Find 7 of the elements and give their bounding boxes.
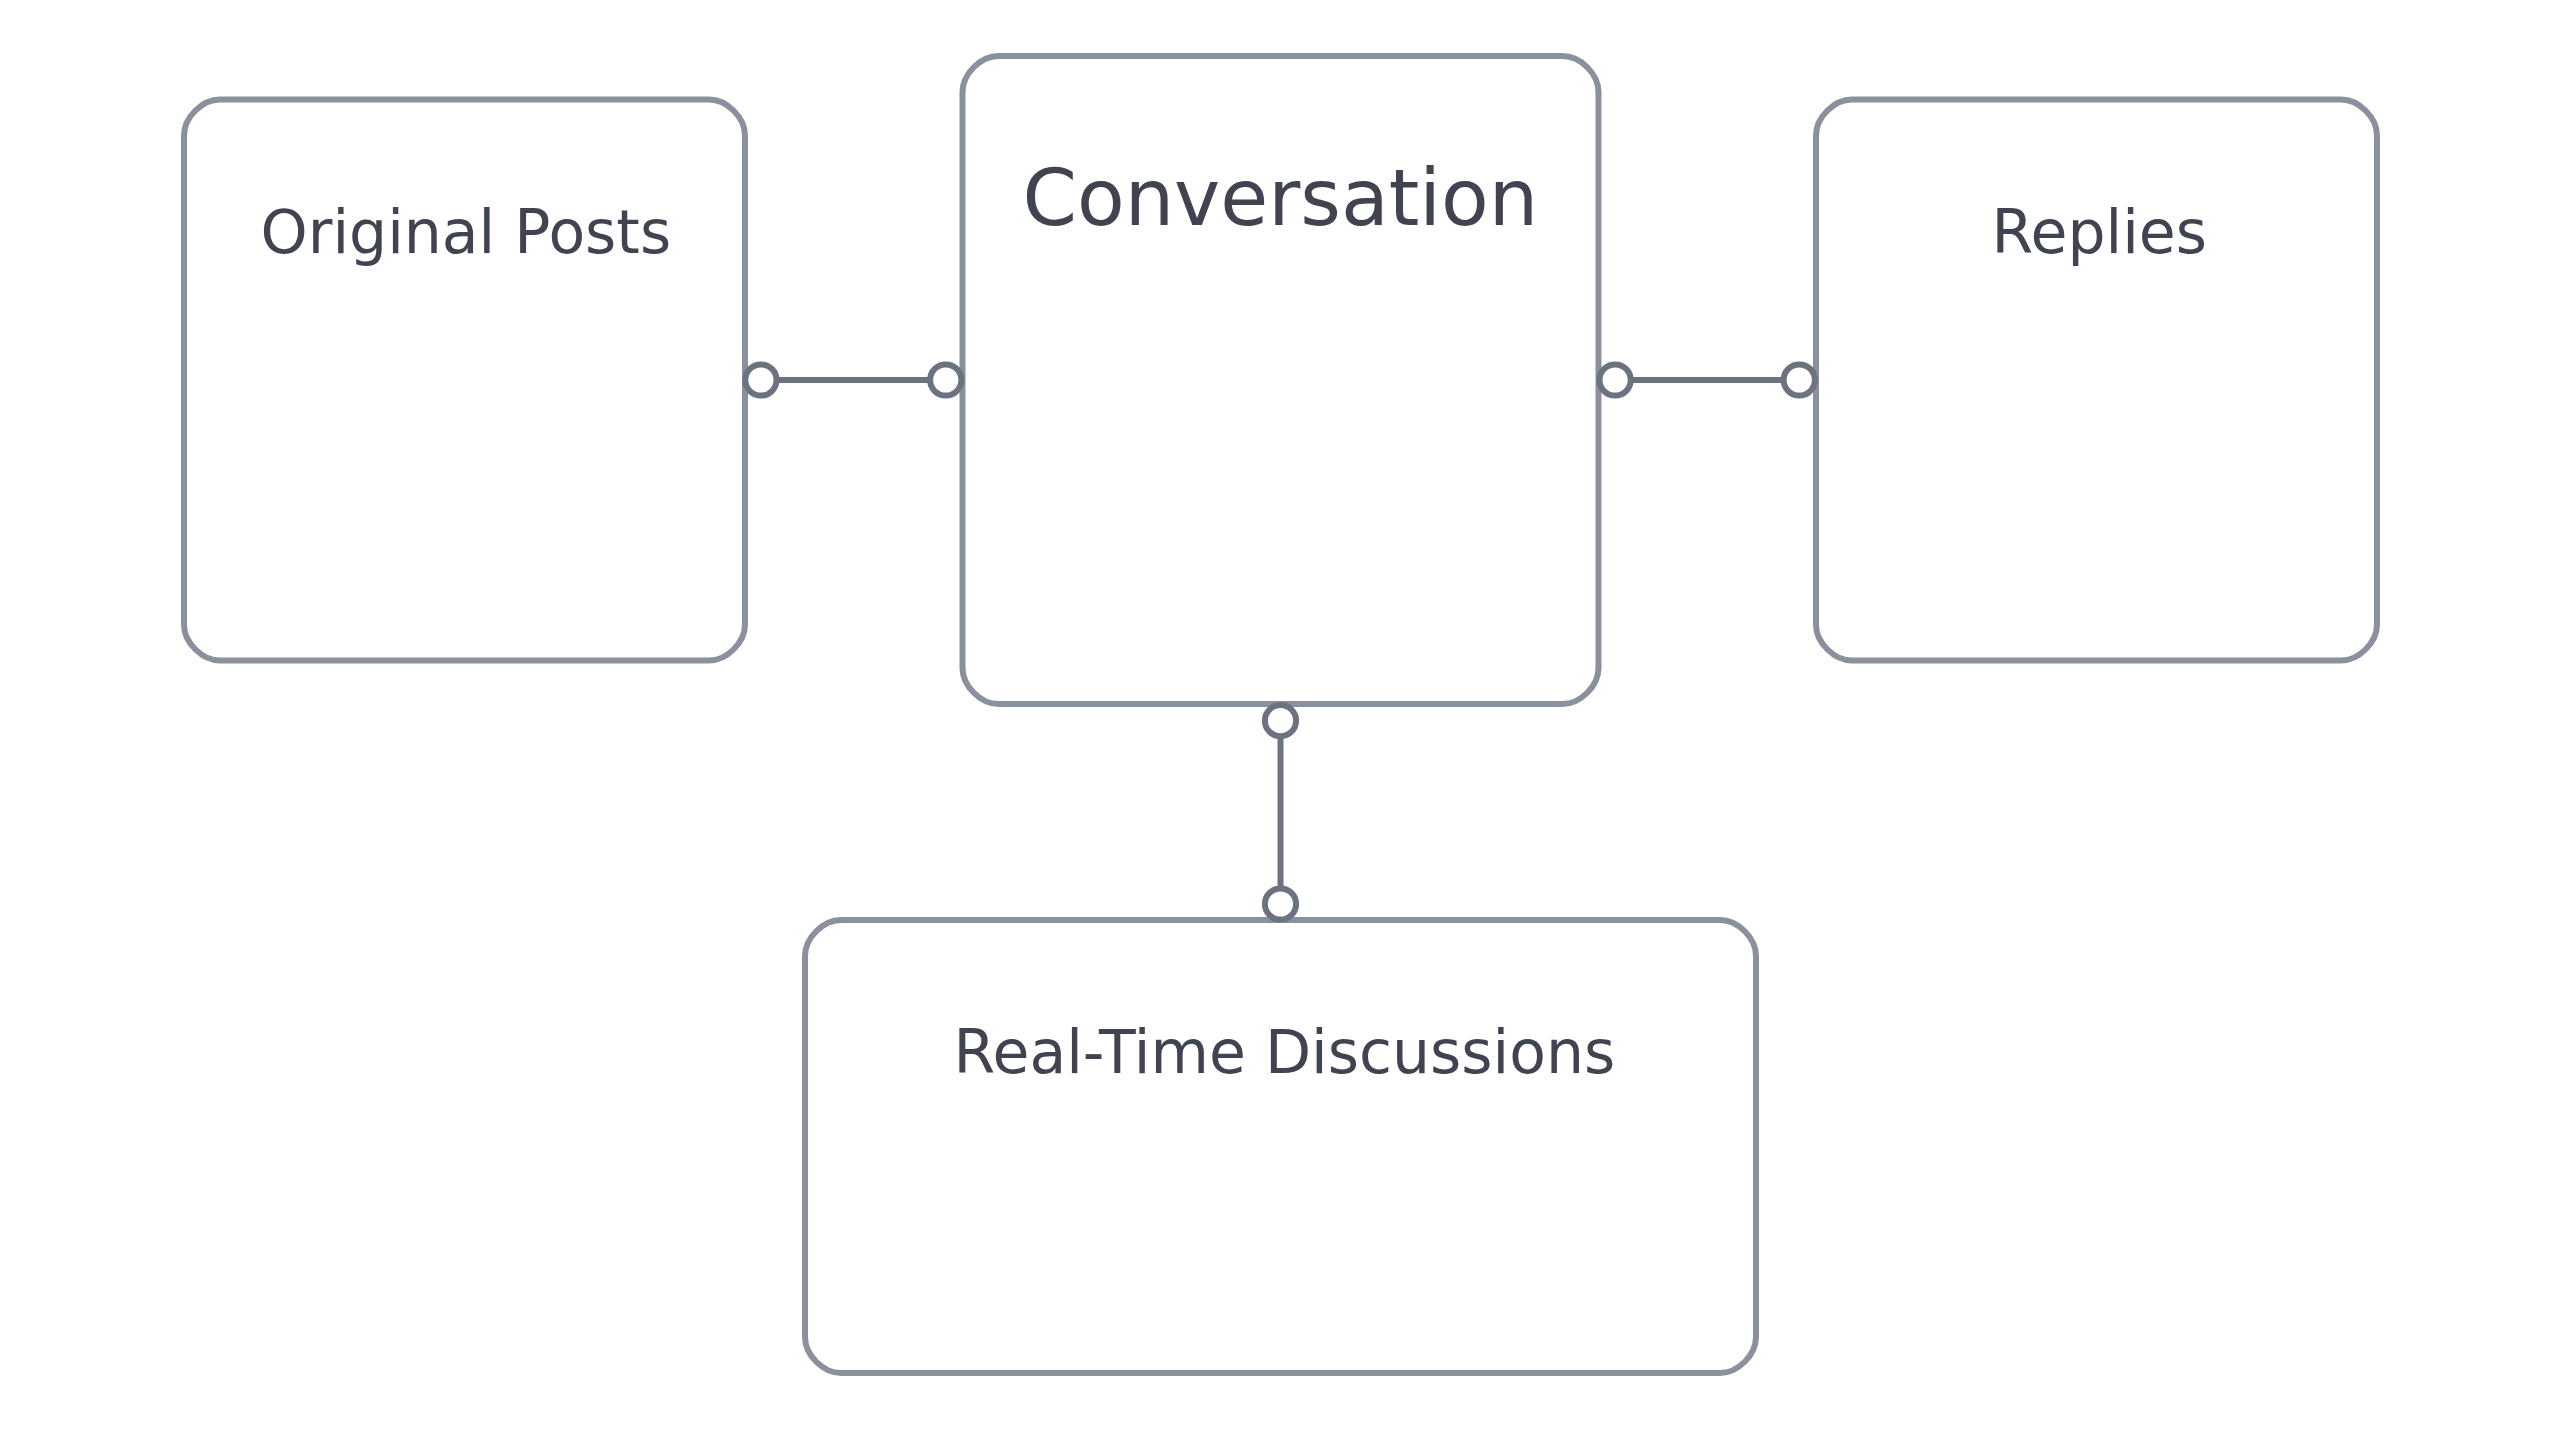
node-box: Real-Time Discussions: [801, 917, 1759, 1376]
connector: [1596, 361, 1818, 399]
node-box: Original Posts: [180, 96, 748, 664]
node-box: Replies: [1812, 96, 2380, 664]
connector: [741, 361, 964, 399]
node-box: Conversation: [959, 53, 1601, 707]
connector: [1261, 702, 1299, 923]
